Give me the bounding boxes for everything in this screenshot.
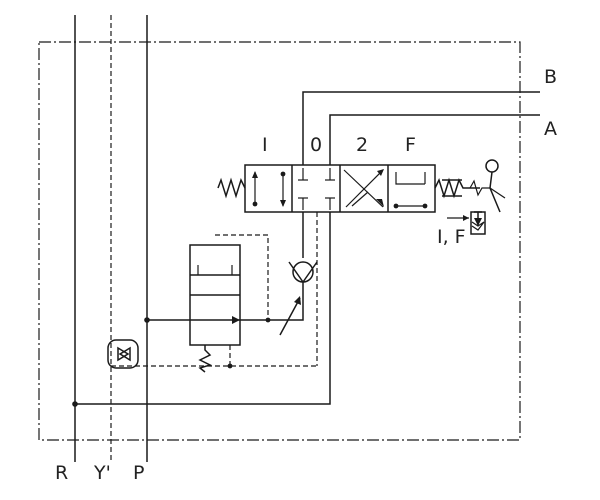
position-label-1: I bbox=[262, 134, 268, 156]
return-line bbox=[75, 212, 331, 405]
port-b-line bbox=[302, 91, 540, 165]
assembly-boundary bbox=[38, 41, 521, 441]
position-label-2: 0 bbox=[310, 134, 323, 156]
lever-actuator bbox=[434, 159, 506, 213]
position-label-3: 2 bbox=[356, 134, 369, 156]
shuttle-valve bbox=[107, 339, 139, 369]
pilot-label: I, F bbox=[437, 226, 466, 248]
pilot-cylinder bbox=[144, 234, 269, 373]
throttle-arrow bbox=[279, 297, 301, 336]
pilot-detent bbox=[447, 211, 486, 235]
position-label-4: F bbox=[405, 134, 416, 156]
left-spring bbox=[217, 177, 246, 199]
port-r-label: R bbox=[55, 462, 69, 484]
port-b-label: B bbox=[544, 66, 558, 88]
port-a-label: A bbox=[544, 118, 557, 140]
port-a-line bbox=[329, 114, 540, 165]
directional-valve bbox=[244, 164, 436, 213]
port-y-label: Y' bbox=[94, 462, 111, 484]
port-p-label: P bbox=[133, 462, 145, 484]
